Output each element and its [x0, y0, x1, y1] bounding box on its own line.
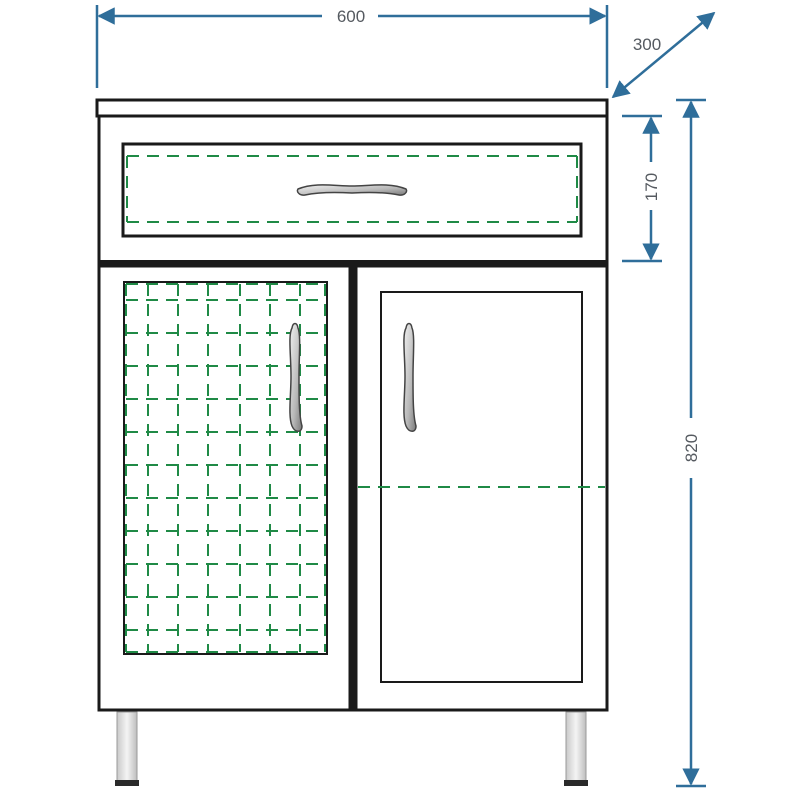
left-door-panel — [123, 281, 328, 655]
countertop — [95, 98, 609, 118]
leg-right — [565, 711, 587, 783]
right-door — [354, 264, 609, 712]
left-door — [97, 264, 352, 712]
leg-left-foot — [115, 780, 139, 786]
right-door-handle — [403, 322, 417, 432]
depth-dimension: 300 — [611, 11, 716, 99]
drawer-front — [121, 142, 583, 238]
leg-right-foot — [564, 780, 588, 786]
drawer-height-label: 170 — [642, 173, 661, 201]
total-height-label: 820 — [682, 434, 701, 462]
left-door-handle — [289, 322, 303, 432]
leg-left — [116, 711, 138, 783]
width-label: 600 — [337, 7, 365, 26]
drawer-handle — [296, 184, 408, 196]
cabinet-legs — [115, 711, 588, 786]
total-height-dimension: 820 — [676, 98, 706, 788]
width-dimension: 600 — [95, 5, 609, 88]
drawer-height-dimension: 170 — [622, 114, 662, 263]
left-door-frame — [97, 264, 352, 712]
right-door-frame — [354, 264, 609, 712]
depth-label: 300 — [633, 35, 661, 54]
drawer — [121, 142, 583, 238]
depth-arrow — [611, 11, 716, 99]
